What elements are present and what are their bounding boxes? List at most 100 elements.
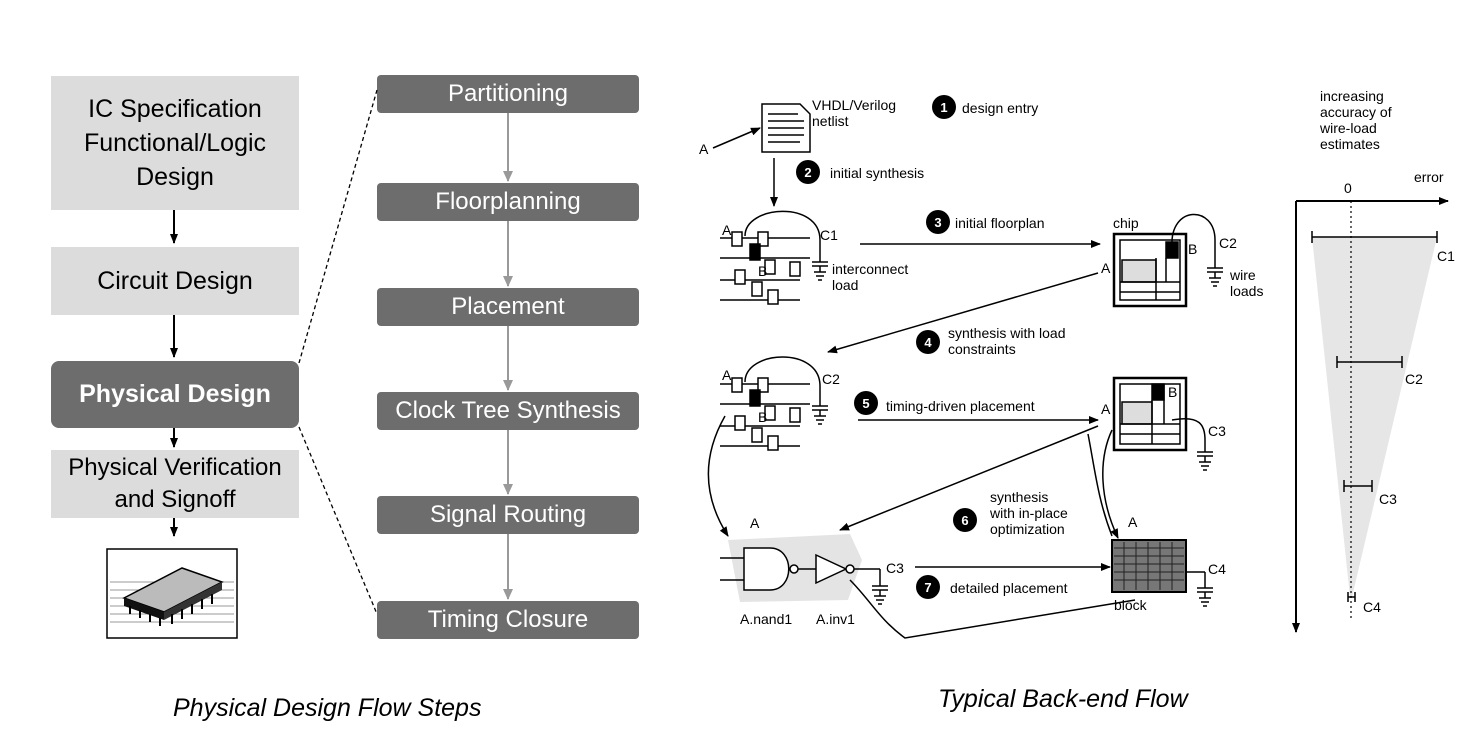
stage-number: 2 bbox=[804, 165, 811, 180]
pin-b-label: B bbox=[1188, 241, 1197, 257]
error-accuracy-chart: increasing accuracy of wire-load estimat… bbox=[1292, 88, 1455, 633]
circuit-design-label: Circuit Design bbox=[97, 267, 253, 295]
step-floorplanning: Floorplanning bbox=[377, 183, 639, 221]
error-chart-title: increasing accuracy of wire-load estimat… bbox=[1319, 88, 1395, 152]
error-chart-title-line-2: accuracy of bbox=[1320, 104, 1392, 120]
netlist-line-2: netlist bbox=[812, 113, 849, 129]
pin-b-label: B bbox=[1168, 384, 1177, 400]
block-layout bbox=[1111, 539, 1213, 607]
stage-7: 7 detailed placement bbox=[916, 575, 1068, 599]
stage-6: 6 synthesis with in-place optimization bbox=[953, 489, 1072, 537]
inv-label: A.inv1 bbox=[816, 611, 855, 627]
left-caption: Physical Design Flow Steps bbox=[173, 694, 482, 722]
interconnect-label: interconnect load bbox=[832, 261, 912, 293]
pin-a-label: A bbox=[1128, 514, 1138, 530]
pin-b-label: B bbox=[758, 409, 767, 425]
physical-design-label: Physical Design bbox=[79, 380, 271, 408]
circuit-schematic-1 bbox=[720, 210, 828, 305]
stage-4-line-2: constraints bbox=[948, 341, 1016, 357]
axis-zero-label: 0 bbox=[1344, 180, 1352, 196]
error-chart-title-line-3: wire-load bbox=[1319, 120, 1377, 136]
bar-label-c2: C2 bbox=[1405, 371, 1423, 387]
nand-label: A.nand1 bbox=[740, 611, 792, 627]
error-chart-title-line-1: increasing bbox=[1320, 88, 1384, 104]
chip-icon bbox=[106, 548, 238, 639]
stage-label: initial floorplan bbox=[955, 215, 1045, 231]
pin-a-label: A bbox=[722, 367, 732, 383]
stage-number: 6 bbox=[961, 513, 968, 528]
step-label: Signal Routing bbox=[429, 501, 587, 528]
stage-number: 7 bbox=[924, 580, 931, 595]
step-label: Floorplanning bbox=[435, 188, 581, 215]
step-label: Partitioning bbox=[447, 80, 569, 107]
right-caption: Typical Back-end Flow bbox=[938, 685, 1188, 713]
chip-label: chip bbox=[1113, 215, 1139, 231]
stage-2: 2 initial synthesis bbox=[796, 160, 924, 184]
chip-floorplan-1 bbox=[1112, 213, 1223, 308]
step-timing-closure: Timing Closure bbox=[377, 601, 639, 639]
pin-a-label: A bbox=[1101, 260, 1111, 276]
step-label: Timing Closure bbox=[427, 606, 589, 633]
step-label: Clock Tree Synthesis bbox=[395, 397, 621, 424]
stage-label: synthesis with load constraints bbox=[948, 325, 1069, 357]
bar-label-c3: C3 bbox=[1379, 491, 1397, 507]
verification-label: Physical Verification and Signoff bbox=[68, 454, 282, 513]
netlist-document-icon bbox=[761, 103, 811, 153]
pin-a-label: A bbox=[1101, 401, 1111, 417]
interconnect-line-2: load bbox=[832, 277, 858, 293]
load-c2-label: C2 bbox=[1219, 235, 1237, 251]
stage-4: 4 synthesis with load constraints bbox=[916, 325, 1069, 357]
pin-a-label: A bbox=[722, 222, 732, 238]
expansion-lines bbox=[298, 89, 378, 615]
netlist-line-1: VHDL/Verilog bbox=[812, 97, 896, 113]
pin-a-label: A bbox=[750, 515, 760, 531]
load-c2-label: C2 bbox=[822, 371, 840, 387]
block-label: block bbox=[1114, 597, 1148, 613]
step-clock-tree-synthesis: Clock Tree Synthesis bbox=[377, 392, 639, 430]
ic-spec-label: IC Specification Functional/Logic Design bbox=[83, 95, 267, 191]
step-signal-routing: Signal Routing bbox=[377, 496, 639, 534]
step-label: Placement bbox=[451, 293, 565, 320]
netlist-label: VHDL/Verilog netlist bbox=[812, 97, 900, 129]
load-c3-label: C3 bbox=[886, 560, 904, 576]
stage-label: initial synthesis bbox=[830, 165, 924, 181]
physical-design-box: Physical Design bbox=[51, 361, 299, 428]
interconnect-line-1: interconnect bbox=[832, 261, 908, 277]
ic-spec-box: IC Specification Functional/Logic Design bbox=[51, 76, 299, 210]
wire-loads-label: wire loads bbox=[1229, 267, 1263, 299]
error-chart-title-line-4: estimates bbox=[1320, 136, 1380, 152]
bar-label-c1: C1 bbox=[1437, 248, 1455, 264]
stage-5: 5 timing-driven placement bbox=[854, 391, 1035, 415]
gate-schematic bbox=[720, 534, 888, 605]
stage-number: 4 bbox=[924, 335, 932, 350]
pin-b-label: B bbox=[758, 263, 767, 279]
stage-label: synthesis with in-place optimization bbox=[989, 489, 1072, 537]
step-placement: Placement bbox=[377, 288, 639, 326]
stage-number: 5 bbox=[862, 396, 869, 411]
axis-error-label: error bbox=[1414, 169, 1444, 185]
circuit-design-box: Circuit Design bbox=[51, 247, 299, 315]
stage-4-line-1: synthesis with load bbox=[948, 325, 1066, 341]
wire-loads-line-2: loads bbox=[1230, 283, 1263, 299]
stage-number: 3 bbox=[934, 215, 941, 230]
stage-label: timing-driven placement bbox=[886, 398, 1035, 414]
error-cone bbox=[1312, 237, 1437, 597]
load-c3-label: C3 bbox=[1208, 423, 1226, 439]
circuit-schematic-2 bbox=[720, 356, 828, 451]
load-c4-label: C4 bbox=[1208, 561, 1226, 577]
pin-a-label: A bbox=[699, 141, 709, 157]
stage-6-line-2: with in-place bbox=[989, 505, 1068, 521]
stage-6-line-3: optimization bbox=[990, 521, 1065, 537]
step-partitioning: Partitioning bbox=[377, 75, 639, 113]
stage-number: 1 bbox=[940, 100, 947, 115]
stage-6-line-1: synthesis bbox=[990, 489, 1048, 505]
bar-label-c4: C4 bbox=[1363, 599, 1381, 615]
wire-loads-line-1: wire bbox=[1229, 267, 1256, 283]
load-c1-label: C1 bbox=[820, 227, 838, 243]
chip-floorplan-2 bbox=[1112, 376, 1213, 471]
stage-label: design entry bbox=[962, 100, 1038, 116]
stage-label: detailed placement bbox=[950, 580, 1068, 596]
stage-3: 3 initial floorplan bbox=[926, 210, 1045, 234]
